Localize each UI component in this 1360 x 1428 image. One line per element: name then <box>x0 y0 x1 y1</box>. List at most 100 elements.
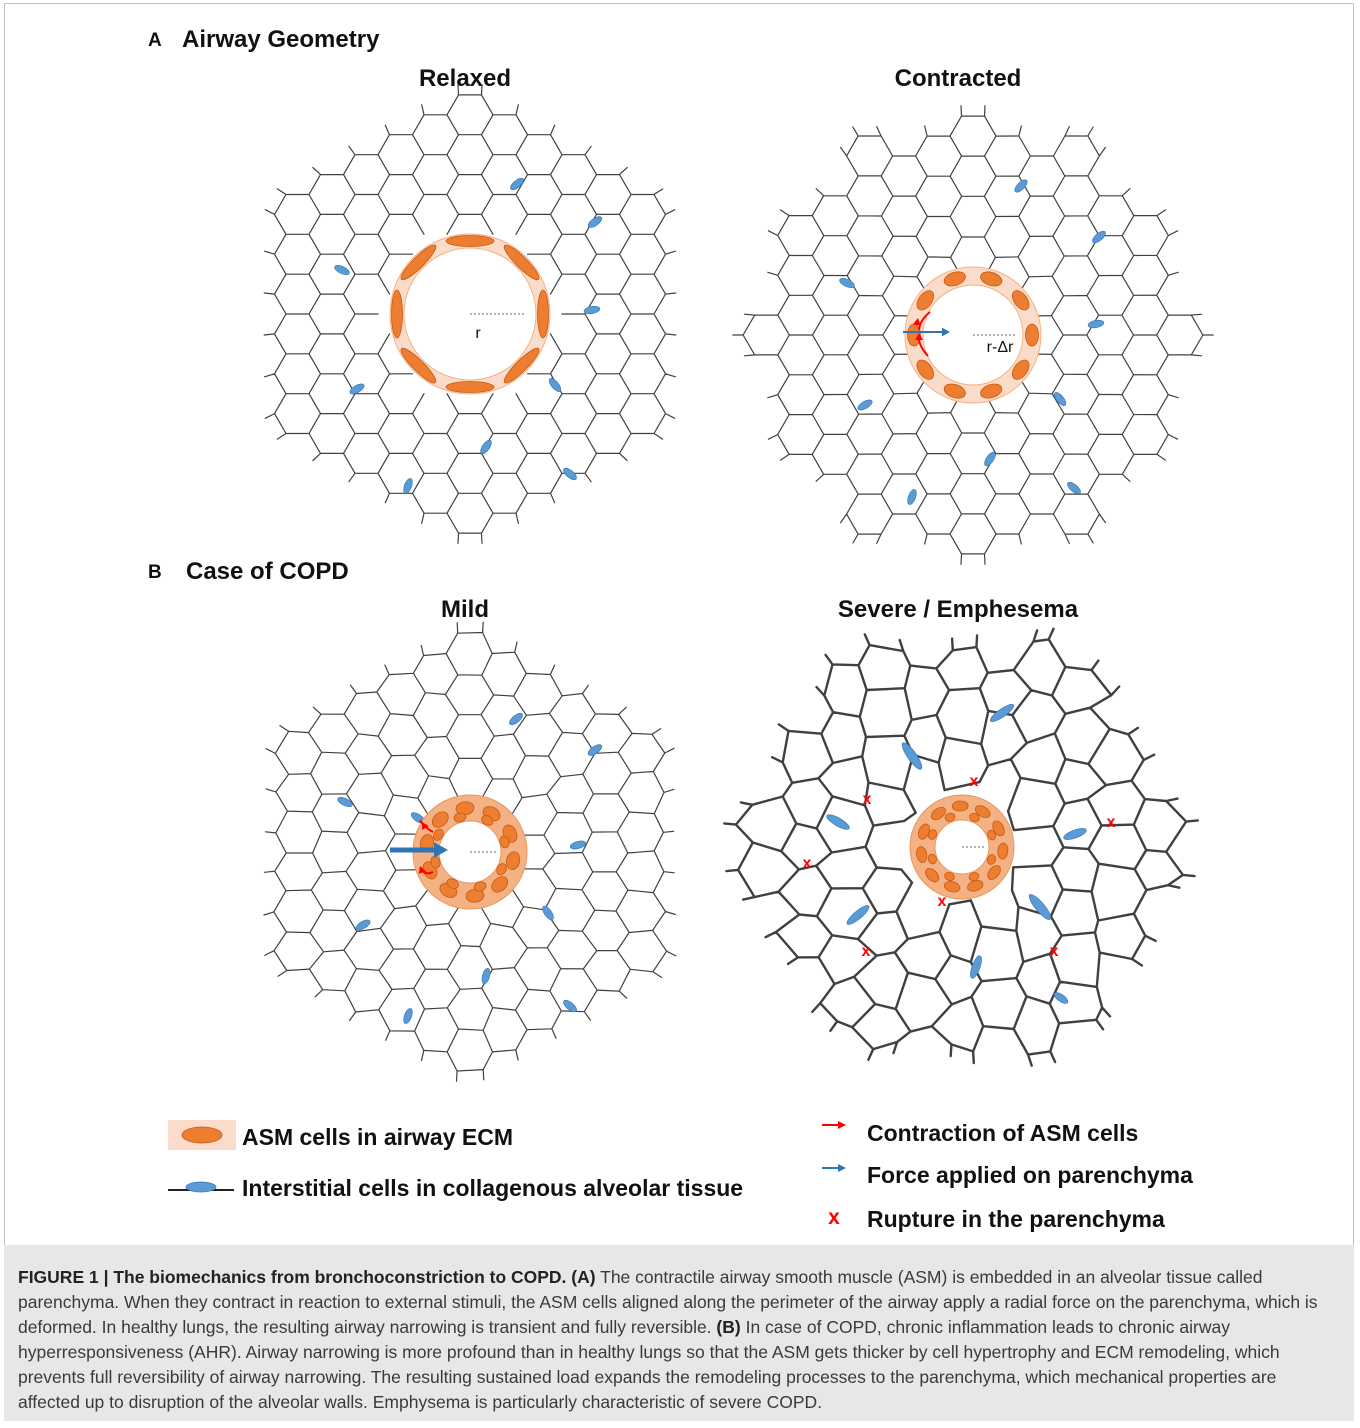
asm-cell <box>1025 323 1039 347</box>
asm-cell <box>491 876 509 893</box>
interstitial-cell <box>1053 392 1067 406</box>
asm-cell <box>431 811 449 828</box>
asm-cell <box>503 347 540 384</box>
asm-cell <box>916 846 928 863</box>
interstitial-cell <box>337 797 353 807</box>
interstitial-cell <box>984 451 996 467</box>
interstitial-cell <box>587 744 603 756</box>
contraction-arrow-head <box>912 318 921 326</box>
figure-caption: FIGURE 1 | The biomechanics from broncho… <box>18 1265 1342 1415</box>
asm-cell <box>980 271 1003 287</box>
asm-cell <box>927 853 937 865</box>
asm-cell <box>974 805 991 818</box>
asm-cell <box>506 851 521 871</box>
interstitial-cell <box>563 467 577 481</box>
asm-cell <box>987 865 1001 880</box>
asm-cell <box>986 854 997 865</box>
rupture-mark: x <box>862 943 871 960</box>
interstitial-cell <box>334 265 350 275</box>
asm-cell <box>916 359 935 380</box>
contraction-arrow-head <box>422 822 429 830</box>
interstitial-cell <box>480 439 492 455</box>
asm-cell <box>430 855 441 869</box>
asm-cell <box>943 383 966 399</box>
legend-interstitial-cell-icon <box>185 1181 217 1193</box>
asm-cell <box>496 863 507 876</box>
relaxed-title: Relaxed <box>419 65 511 92</box>
interstitial-cell <box>846 905 870 925</box>
interstitial-cell <box>901 742 923 770</box>
legend: ASM cells in airway ECM Interstitial cel… <box>168 1120 1193 1232</box>
interstitial-cell <box>839 278 855 288</box>
rupture-mark: x <box>803 855 812 872</box>
panel-b-letter: B <box>148 562 162 583</box>
contracted-airway-diagram <box>732 105 1214 565</box>
interstitial-cell <box>1063 828 1087 840</box>
asm-cell <box>944 871 955 882</box>
interstitial-cell <box>970 955 982 979</box>
figure-caption-box: FIGURE 1 | The biomechanics from broncho… <box>4 1245 1354 1421</box>
asm-cell <box>980 383 1003 399</box>
rupture-mark: x <box>863 791 872 808</box>
asm-cell <box>465 888 485 903</box>
interstitial-cell <box>583 305 601 315</box>
asm-cell <box>499 835 510 849</box>
relaxed-airway-diagram <box>263 84 677 544</box>
panel-b-title: Case of COPD <box>186 558 349 585</box>
interstitial-cell <box>548 378 562 392</box>
asm-cell <box>445 381 495 393</box>
asm-cell <box>944 812 956 822</box>
interstitial-cell <box>1014 179 1028 193</box>
asm-cell <box>930 806 946 821</box>
asm-cell <box>481 815 494 826</box>
asm-cell <box>992 820 1005 837</box>
interstitial-cell <box>481 967 491 985</box>
interstitial-cell <box>569 840 587 850</box>
asm-cell <box>391 289 403 339</box>
interstitial-cell <box>857 399 873 411</box>
interstitial-cell <box>907 489 917 505</box>
rupture-mark: x <box>1107 814 1116 831</box>
alveolar-wall-mesh <box>732 105 1214 565</box>
interstitial-cell <box>1092 230 1106 244</box>
asm-cell <box>969 812 980 823</box>
interstitial-cell <box>826 814 850 830</box>
contraction-arrow-head <box>418 866 427 874</box>
asm-cell <box>537 289 549 339</box>
legend-contraction-label: Contraction of ASM cells <box>867 1120 1138 1146</box>
rupture-marks: x x x x x x x <box>803 773 1116 960</box>
asm-cell <box>968 872 980 882</box>
asm-cell <box>943 271 966 287</box>
asm-cell <box>400 347 437 384</box>
severe-copd-airway-diagram <box>723 627 1199 1067</box>
asm-cell <box>503 244 540 281</box>
contraction-arrow-head <box>915 333 923 340</box>
asm-cell <box>453 812 467 823</box>
asm-cell <box>943 881 961 893</box>
asm-cell <box>400 244 437 281</box>
panel-a-title: Airway Geometry <box>182 26 380 53</box>
interstitial-cell <box>1067 481 1081 495</box>
asm-cell <box>925 868 940 883</box>
figure-diagram: A Airway Geometry Relaxed Contracted B C… <box>148 26 1214 1232</box>
interstitial-cell <box>403 478 413 494</box>
alveolar-wall-mesh <box>263 621 677 1082</box>
asm-cell <box>445 235 495 247</box>
caption-a-text: The contractile airway smooth muscle (AS… <box>18 1267 1318 1337</box>
relaxed-radius-label: r <box>475 325 481 342</box>
interstitial-cell <box>563 999 577 1013</box>
contraction-arrow <box>918 311 931 331</box>
interstitial-cell <box>1087 319 1105 329</box>
interstitial-cell <box>1028 894 1052 920</box>
force-arrow-head <box>434 842 448 858</box>
legend-asm-label: ASM cells in airway ECM <box>242 1124 513 1150</box>
legend-rupture-label: Rupture in the parenchyma <box>867 1206 1165 1232</box>
legend-force-arrowhead <box>838 1164 846 1172</box>
caption-a-label: (A) <box>571 1267 596 1287</box>
alveolar-wall-mesh <box>723 627 1199 1067</box>
contracted-radius-label: r-Δr <box>987 339 1014 356</box>
legend-rupture-icon: x <box>828 1206 840 1229</box>
interstitial-cell <box>510 177 524 191</box>
force-arrow-head <box>942 327 950 337</box>
asm-cell <box>473 881 487 892</box>
